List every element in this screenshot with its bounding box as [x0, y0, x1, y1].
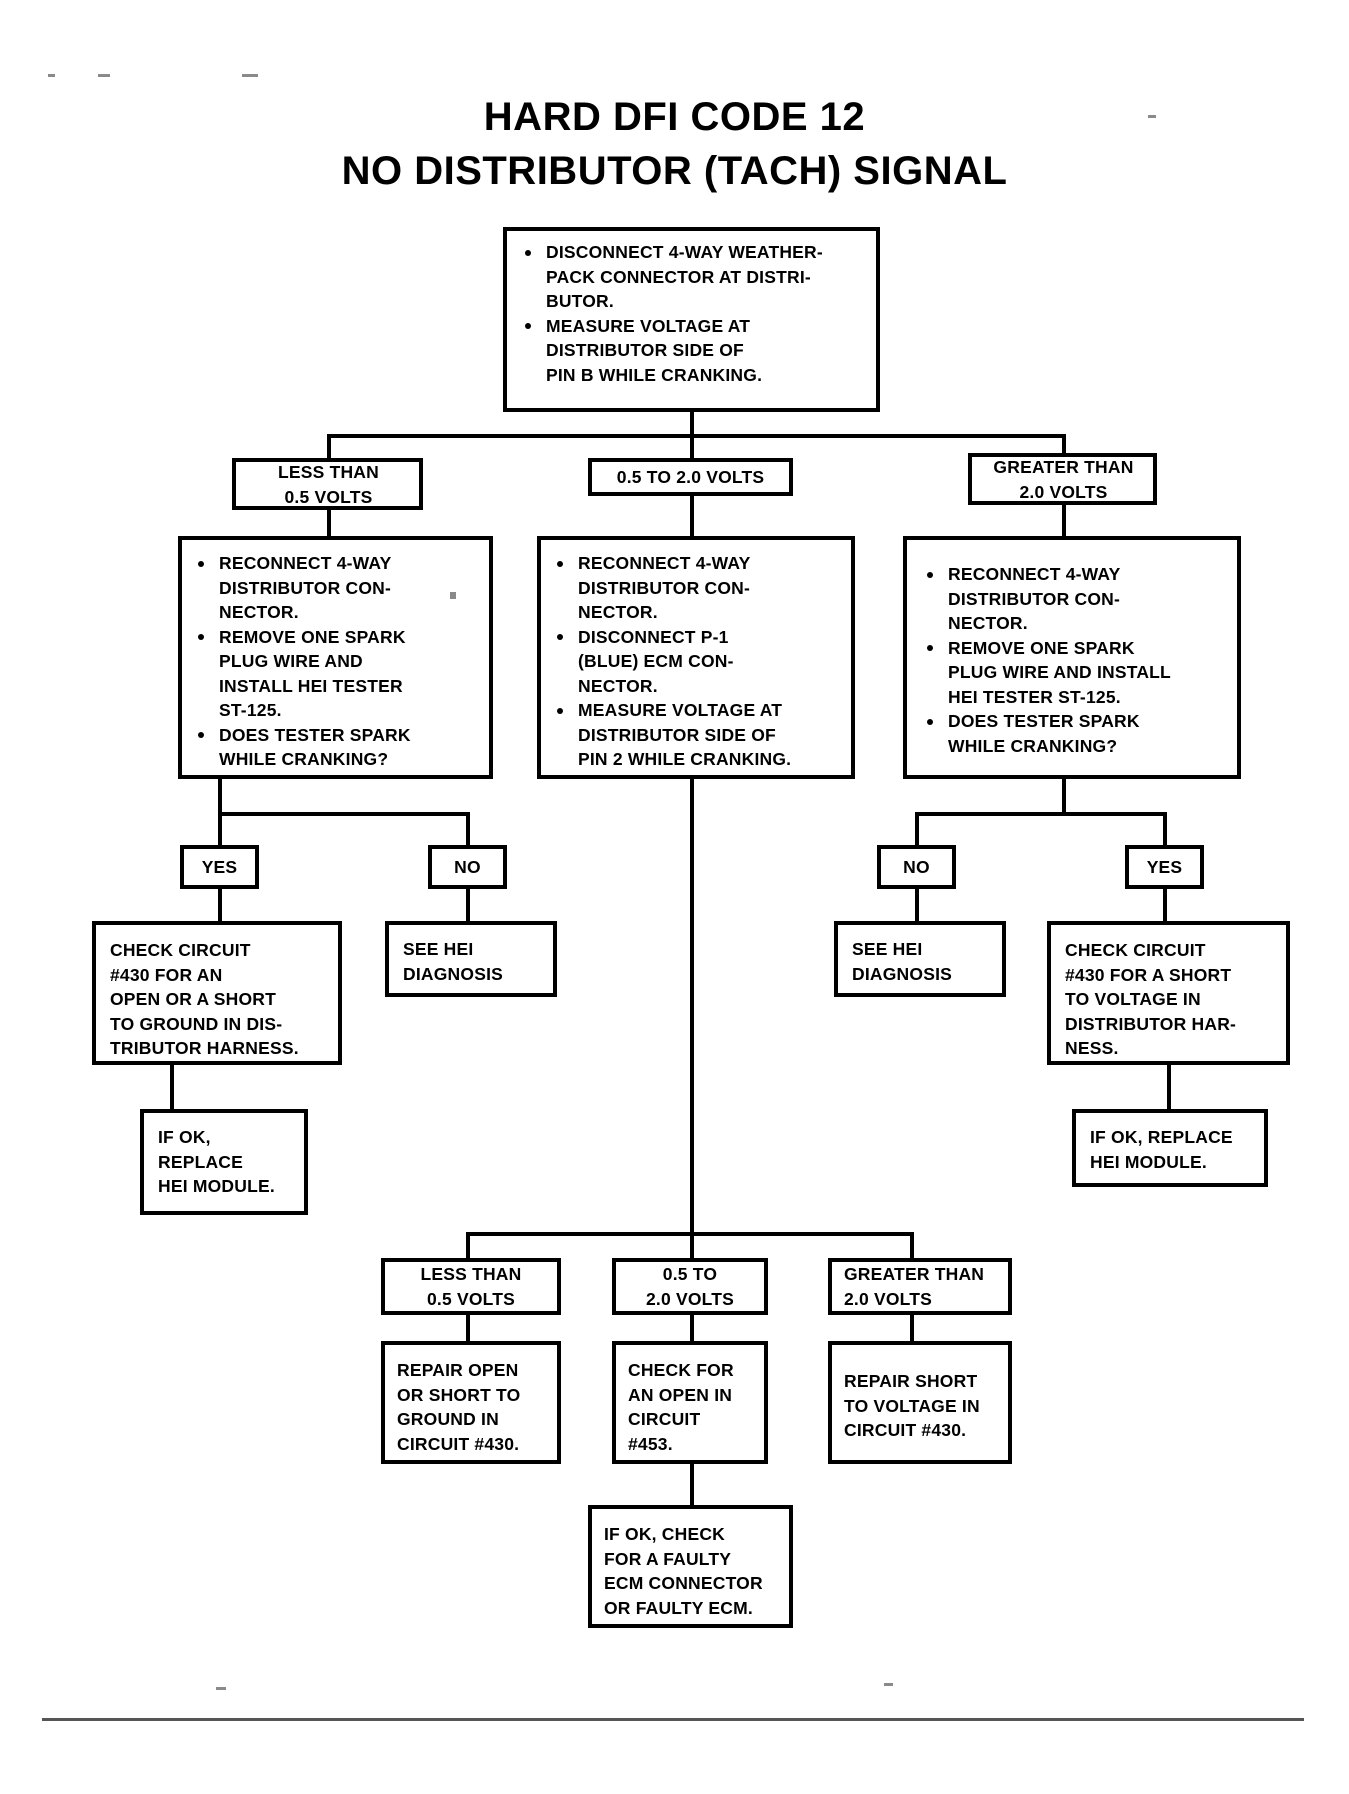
connector-high-steps-down: [1062, 779, 1066, 814]
connector-low-result-to-ifok: [170, 1065, 174, 1111]
connector-low-bus-to-no: [466, 812, 470, 848]
connector-mid-branch-to-steps: [690, 496, 694, 536]
node-branch-greater-than-2-0: GREATER THAN 2.0 VOLTS: [968, 453, 1157, 505]
node-high-no: NO: [877, 845, 956, 889]
connector-mid-steps-long-down: [690, 779, 694, 1235]
connector-high-bus-to-no: [915, 812, 919, 848]
start-bullet-1: DISCONNECT 4-WAY WEATHER- PACK CONNECTOR…: [519, 240, 866, 314]
node-mid-high-result: REPAIR SHORT TO VOLTAGE IN CIRCUIT #430.: [828, 1341, 1012, 1464]
connector-start-down: [690, 412, 694, 436]
node-start: DISCONNECT 4-WAY WEATHER- PACK CONNECTOR…: [503, 227, 880, 412]
connector-high-no-to-result: [915, 889, 919, 923]
connector-high-yes-to-result: [1163, 889, 1167, 923]
mid-steps-bullet-2: DISCONNECT P-1 (BLUE) ECM CON- NECTOR.: [551, 625, 843, 699]
connector-high-bus-to-yes: [1163, 812, 1167, 848]
low-steps-bullet-2: REMOVE ONE SPARK PLUG WIRE AND INSTALL H…: [192, 625, 481, 723]
connector-high-branch-to-steps: [1062, 505, 1066, 536]
connector-low-yesno-bus: [218, 812, 470, 816]
node-mid-branch-less-than-0-5: LESS THAN 0.5 VOLTS: [381, 1258, 561, 1315]
low-steps-bullet-list: RECONNECT 4-WAY DISTRIBUTOR CON- NECTOR.…: [192, 551, 481, 772]
node-low-if-ok: IF OK, REPLACE HEI MODULE.: [140, 1109, 308, 1215]
node-high-yes-result: CHECK CIRCUIT #430 FOR A SHORT TO VOLTAG…: [1047, 921, 1290, 1065]
scan-speck: [884, 1683, 893, 1686]
node-branch-less-than-0-5: LESS THAN 0.5 VOLTS: [232, 458, 423, 510]
node-low-no: NO: [428, 845, 507, 889]
connector-bus-to-high: [1062, 434, 1066, 460]
node-high-yes: YES: [1125, 845, 1204, 889]
high-steps-bullet-2: REMOVE ONE SPARK PLUG WIRE AND INSTALL H…: [921, 636, 1229, 710]
connector-mid-mid-to-result: [690, 1315, 694, 1343]
title-line-1: HARD DFI CODE 12: [483, 95, 866, 139]
node-high-steps: RECONNECT 4-WAY DISTRIBUTOR CON- NECTOR.…: [903, 536, 1241, 779]
connector-mid-bus-to-mid: [690, 1232, 694, 1260]
low-steps-bullet-1: RECONNECT 4-WAY DISTRIBUTOR CON- NECTOR.: [192, 551, 481, 625]
scan-speck: [216, 1687, 226, 1690]
high-steps-bullet-3: DOES TESTER SPARK WHILE CRANKING?: [921, 709, 1229, 758]
node-low-yes: YES: [180, 845, 259, 889]
connector-low-no-to-result: [466, 889, 470, 923]
page-title: HARD DFI CODE 12 NO DISTRIBUTOR (TACH) S…: [0, 90, 1349, 198]
mid-steps-bullet-1: RECONNECT 4-WAY DISTRIBUTOR CON- NECTOR.: [551, 551, 843, 625]
node-mid-branch-greater-than-2-0: GREATER THAN 2.0 VOLTS: [828, 1258, 1012, 1315]
connector-bus-to-mid: [690, 434, 694, 460]
scan-speck: [98, 74, 110, 77]
connector-high-yesno-bus: [915, 812, 1167, 816]
connector-mid-bus-to-low: [466, 1232, 470, 1260]
footer-divider: [42, 1718, 1304, 1721]
connector-mid-low-to-result: [466, 1315, 470, 1343]
connector-low-bus-to-yes: [218, 812, 222, 848]
node-low-yes-result: CHECK CIRCUIT #430 FOR AN OPEN OR A SHOR…: [92, 921, 342, 1065]
start-bullet-list: DISCONNECT 4-WAY WEATHER- PACK CONNECTOR…: [519, 240, 866, 387]
node-mid-final: IF OK, CHECK FOR A FAULTY ECM CONNECTOR …: [588, 1505, 793, 1628]
node-branch-0-5-to-2-0: 0.5 TO 2.0 VOLTS: [588, 458, 793, 496]
title-line-2: NO DISTRIBUTOR (TACH) SIGNAL: [341, 149, 1008, 193]
scan-speck: [450, 592, 456, 599]
scan-speck: [1148, 115, 1156, 118]
node-mid-low-result: REPAIR OPEN OR SHORT TO GROUND IN CIRCUI…: [381, 1341, 561, 1464]
node-mid-steps: RECONNECT 4-WAY DISTRIBUTOR CON- NECTOR.…: [537, 536, 855, 779]
connector-top-bus: [327, 434, 1066, 438]
low-steps-bullet-3: DOES TESTER SPARK WHILE CRANKING?: [192, 723, 481, 772]
node-low-steps: RECONNECT 4-WAY DISTRIBUTOR CON- NECTOR.…: [178, 536, 493, 779]
connector-mid-high-to-result: [910, 1315, 914, 1343]
node-high-if-ok: IF OK, REPLACE HEI MODULE.: [1072, 1109, 1268, 1187]
mid-steps-bullet-list: RECONNECT 4-WAY DISTRIBUTOR CON- NECTOR.…: [551, 551, 843, 772]
high-steps-bullet-1: RECONNECT 4-WAY DISTRIBUTOR CON- NECTOR.: [921, 562, 1229, 636]
connector-high-result-to-ifok: [1167, 1065, 1171, 1111]
scan-speck: [242, 74, 258, 77]
high-steps-bullet-list: RECONNECT 4-WAY DISTRIBUTOR CON- NECTOR.…: [921, 562, 1229, 758]
connector-bus-to-low: [327, 434, 331, 460]
connector-low-steps-down: [218, 779, 222, 814]
mid-steps-bullet-3: MEASURE VOLTAGE AT DISTRIBUTOR SIDE OF P…: [551, 698, 843, 772]
connector-mid-result-to-final: [690, 1464, 694, 1507]
connector-low-branch-to-steps: [327, 510, 331, 536]
node-mid-branch-0-5-to-2-0: 0.5 TO 2.0 VOLTS: [612, 1258, 768, 1315]
node-high-no-result: SEE HEI DIAGNOSIS: [834, 921, 1006, 997]
node-low-no-result: SEE HEI DIAGNOSIS: [385, 921, 557, 997]
scan-speck: [48, 74, 55, 77]
start-bullet-2: MEASURE VOLTAGE AT DISTRIBUTOR SIDE OF P…: [519, 314, 866, 388]
connector-low-yes-to-result: [218, 889, 222, 923]
node-mid-mid-result: CHECK FOR AN OPEN IN CIRCUIT #453.: [612, 1341, 768, 1464]
connector-mid-bus-to-high: [910, 1232, 914, 1260]
